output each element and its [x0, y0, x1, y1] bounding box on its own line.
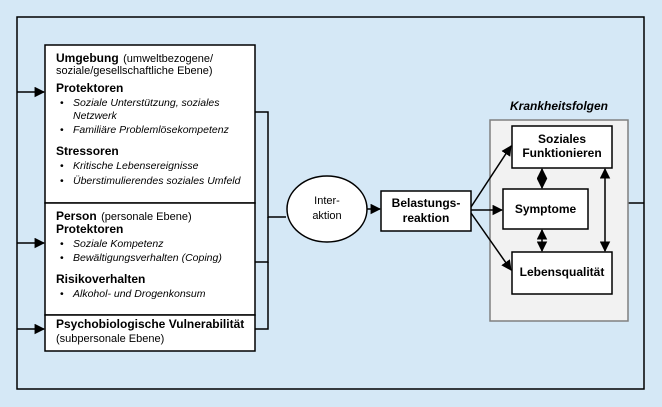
stress-reaction-box [380, 190, 472, 232]
vulnerability-title: Psychobiologische Vulnerabilität [56, 317, 245, 331]
interaction-label-1: Inter- [314, 195, 340, 207]
bullet-icon: • [60, 160, 64, 172]
symptoms-label: Symptome [514, 202, 577, 216]
person-protector-2: Bewältigungsverhalten (Coping) [73, 252, 222, 264]
person-protector-1: Soziale Kompetenz [73, 238, 164, 250]
quality-of-life-label: Lebensqualität [519, 265, 605, 279]
quality-of-life-box [511, 251, 613, 295]
bracket-environment [255, 111, 286, 218]
person-risk-1: Alkohol- und Drogenkonsum [73, 288, 206, 300]
environment-subtitle-2: soziale/gesellschaftliche Ebene) [56, 65, 213, 77]
environment-subtitle-1: (umweltbezogene/ [123, 53, 214, 65]
environment-protector-1: Soziale Unterstützung, soziales [73, 97, 220, 109]
person-protectors-heading: Protektoren [56, 222, 124, 236]
bullet-icon: • [60, 124, 64, 136]
stress-reaction-label-1: Belastungs- [391, 196, 461, 210]
environment-stressor-1: Kritische Lebensereignisse [73, 160, 199, 172]
vulnerability-subtitle: (subpersonale Ebene) [56, 333, 165, 345]
social-functioning-box [511, 125, 613, 169]
environment-box [44, 44, 256, 204]
bullet-icon: • [60, 238, 64, 250]
arrow-reaction-quality [470, 212, 512, 271]
arrow-reaction-social [470, 145, 512, 208]
bullet-icon: • [60, 97, 64, 109]
interaction-label-2: aktion [312, 210, 342, 222]
bullet-icon: • [60, 252, 64, 264]
bullet-icon: • [60, 175, 64, 187]
vulnerability-box [44, 314, 256, 352]
social-functioning-label-2: Funktionieren [522, 146, 602, 160]
environment-protectors-heading: Protektoren [56, 81, 124, 95]
environment-protector-2: Familiäre Problemlösekompetenz [73, 124, 229, 136]
environment-heading-line: Umgebung (umweltbezogene/ [56, 51, 213, 66]
bullet-icon: • [60, 288, 64, 300]
person-title: Person [56, 209, 97, 223]
social-functioning-label-1: Soziales [537, 132, 587, 146]
person-heading-line: Person (personale Ebene) [56, 209, 192, 224]
consequences-heading: Krankheitsfolgen [509, 99, 608, 113]
environment-stressors-heading: Stressoren [56, 144, 119, 158]
symptoms-box [502, 188, 589, 230]
person-risk-heading: Risikoverhalten [56, 272, 146, 286]
bracket-person [255, 217, 269, 263]
feedback-loop-line [16, 16, 645, 390]
environment-title: Umgebung [56, 51, 119, 65]
stress-reaction-label-2: reaktion [402, 211, 450, 225]
bracket-vulnerability [255, 262, 269, 330]
person-subtitle: (personale Ebene) [101, 211, 192, 223]
environment-stressor-2: Überstimulierendes soziales Umfeld [73, 175, 241, 187]
interaction-circle [286, 175, 368, 243]
environment-protector-1-cont: Netzwerk [73, 110, 117, 122]
